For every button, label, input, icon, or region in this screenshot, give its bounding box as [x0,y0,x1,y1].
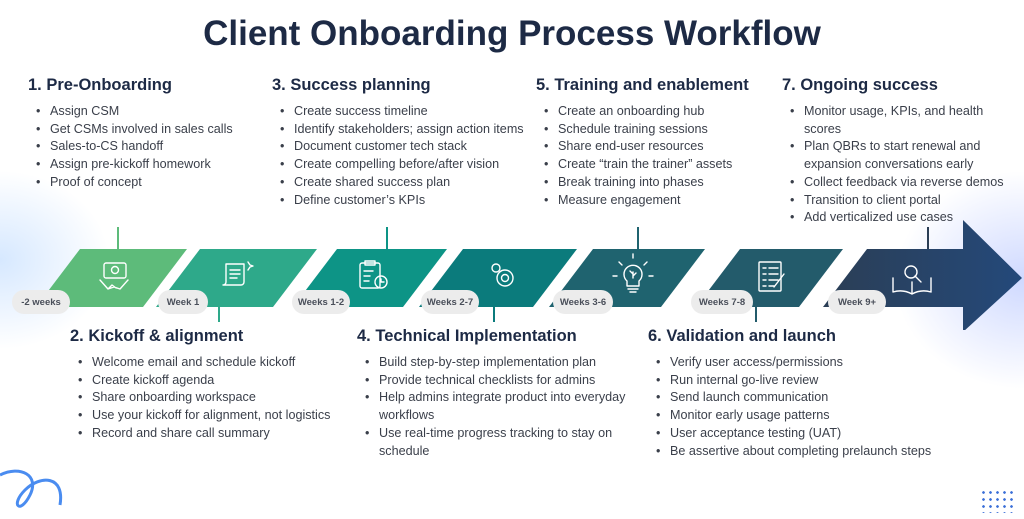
list-item: Send launch communication [648,389,948,407]
scroll-icon [222,261,254,286]
timing-pill: -2 weeks [12,290,70,314]
list-item: Run internal go-live review [648,372,948,390]
step-heading: 2. Kickoff & alignment [70,327,244,345]
list-item: Get CSMs involved in sales calls [28,121,268,139]
checklist-icon [758,261,785,292]
list-item: Provide technical checklists for admins [357,372,642,390]
list-item: Assign pre-kickoff homework [28,156,268,174]
list-item: Document customer tech stack [272,138,532,156]
list-item: Record and share call summary [70,425,350,443]
list-item: Define customer’s KPIs [272,192,532,210]
step-heading: 5. Training and enablement [536,76,749,94]
step-heading: 3. Success planning [272,76,431,94]
list-item: Add verticalized use cases [782,209,1022,227]
list-item: Monitor usage, KPIs, and health scores [782,103,1022,138]
list-item: Create compelling before/after vision [272,156,532,174]
list-item: Welcome email and schedule kickoff [70,354,350,372]
step-heading: 4. Technical Implementation [357,327,577,345]
list-item: Schedule training sessions [536,121,781,139]
timing-pill: Weeks 1-2 [292,290,350,314]
list-item: Help admins integrate product into every… [357,389,642,424]
list-item: Assign CSM [28,103,268,121]
timing-pill: Weeks 7-8 [691,290,753,314]
step-validation: 6. Validation and launch Verify user acc… [648,327,948,460]
list-item: Transition to client portal [782,192,1022,210]
list-item: Create shared success plan [272,174,532,192]
timing-pill: Weeks 2-7 [421,290,479,314]
page-title: Client Onboarding Process Workflow [203,14,821,53]
list-item: Collect feedback via reverse demos [782,174,1022,192]
list-item: Use real-time progress tracking to stay … [357,425,642,460]
lightbulb-icon [612,253,654,293]
list-item: User acceptance testing (UAT) [648,425,948,443]
gears-icon [491,263,514,287]
timing-pill: Week 1 [158,290,208,314]
list-item: Create an onboarding hub [536,103,781,121]
step-success-planning: 3. Success planning Create success timel… [272,76,532,209]
handshake-icon [99,262,129,290]
book-search-icon [892,265,932,295]
step-heading: 7. Ongoing success [782,76,938,94]
step-ongoing-success: 7. Ongoing success Monitor usage, KPIs, … [782,76,1022,227]
step-technical-implementation: 4. Technical Implementation Build step-b… [357,327,642,460]
list-item: Break training into phases [536,174,781,192]
list-item: Measure engagement [536,192,781,210]
list-item: Share onboarding workspace [70,389,350,407]
step-heading: 6. Validation and launch [648,327,836,345]
list-item: Use your kickoff for alignment, not logi… [70,407,350,425]
list-item: Verify user access/permissions [648,354,948,372]
list-item: Identify stakeholders; assign action ite… [272,121,532,139]
step-heading: 1. Pre-Onboarding [28,76,172,94]
list-item: Build step-by-step implementation plan [357,354,642,372]
list-item: Share end-user resources [536,138,781,156]
clipboard-clock-icon [359,260,388,289]
step-training: 5. Training and enablement Create an onb… [536,76,781,209]
decorative-squiggle [0,469,63,508]
list-item: Create success timeline [272,103,532,121]
list-item: Proof of concept [28,174,268,192]
list-item: Sales-to-CS handoff [28,138,268,156]
list-item: Create “train the trainer” assets [536,156,781,174]
list-item: Plan QBRs to start renewal and expansion… [782,138,1022,173]
timing-pill: Weeks 3-6 [553,290,613,314]
timing-pill: Week 9+ [828,290,886,314]
decorative-dots [980,489,1016,513]
step-pre-onboarding: 1. Pre-Onboarding Assign CSMGet CSMs inv… [28,76,268,192]
list-item: Monitor early usage patterns [648,407,948,425]
list-item: Be assertive about completing prelaunch … [648,443,948,461]
step-kickoff: 2. Kickoff & alignment Welcome email and… [70,327,350,443]
list-item: Create kickoff agenda [70,372,350,390]
